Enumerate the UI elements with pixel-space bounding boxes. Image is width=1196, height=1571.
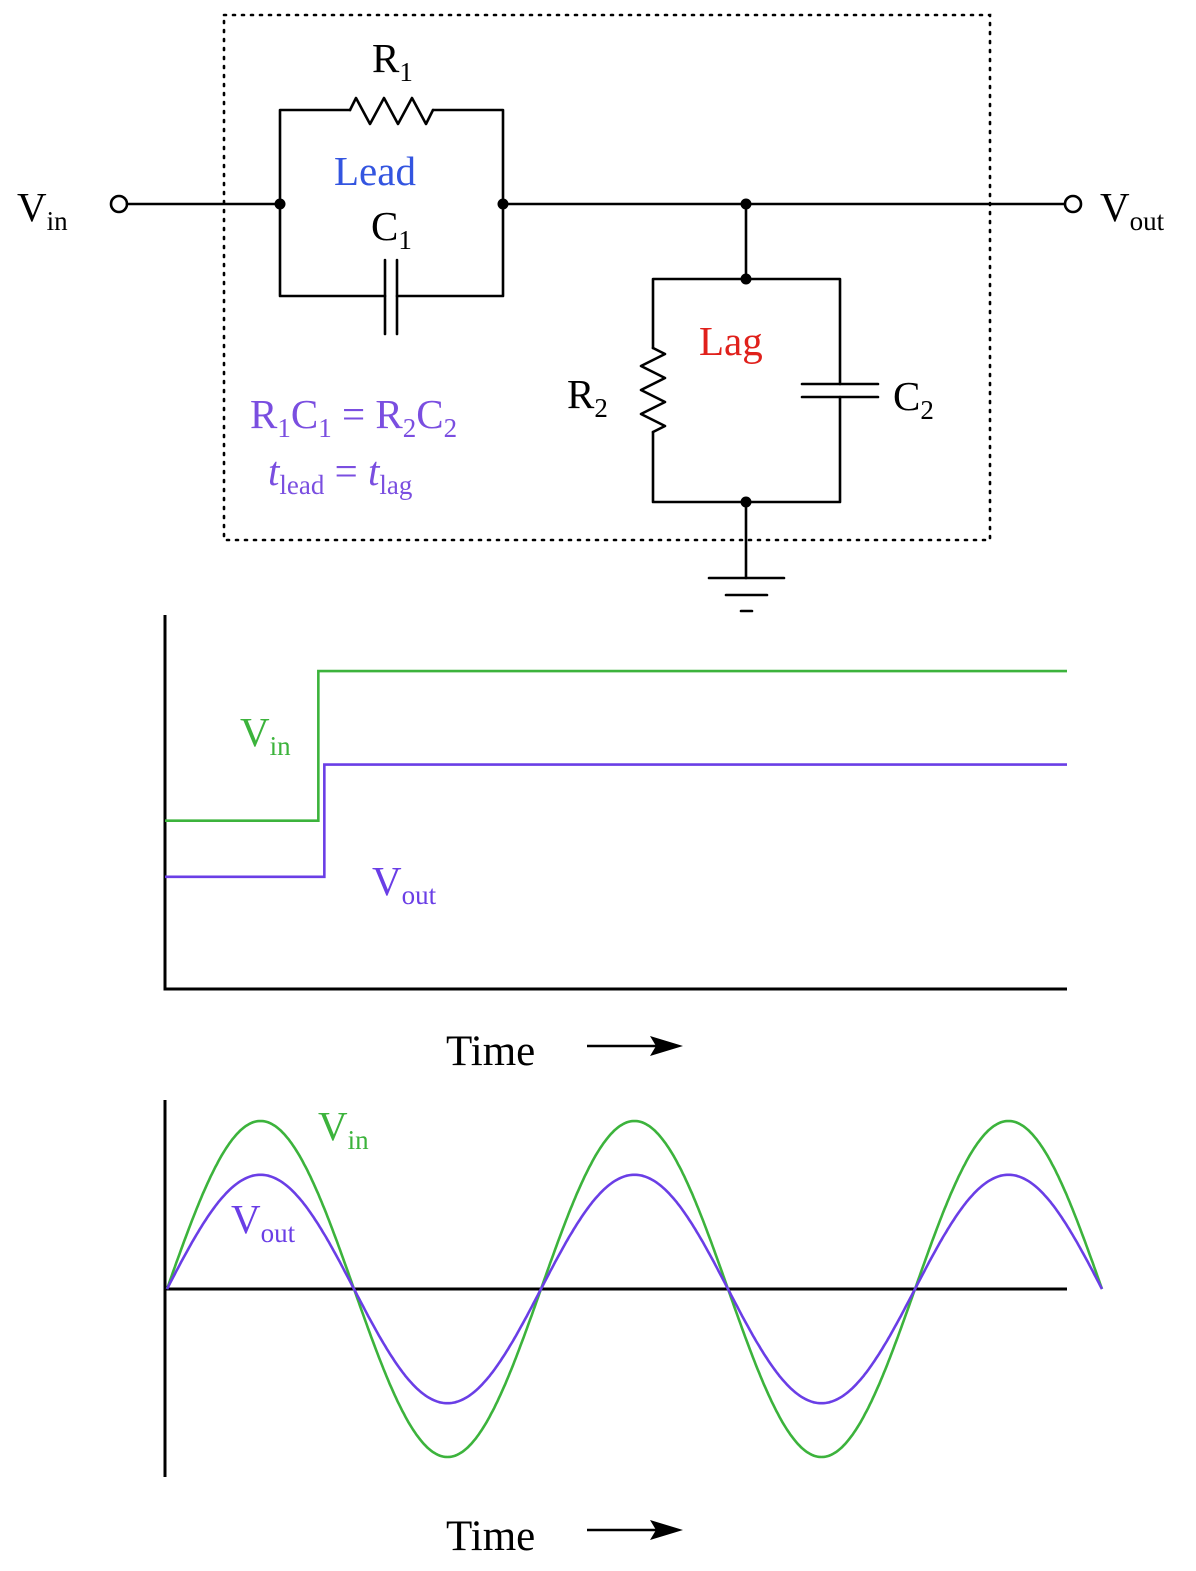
r1-resistor [348, 96, 435, 126]
junction-dot [274, 198, 286, 210]
step-time-arrow [587, 1036, 683, 1056]
c1-branch-wire [278, 202, 505, 298]
r2-label: R2 [567, 371, 608, 423]
vin-terminal [109, 194, 129, 214]
sine-time-arrow [587, 1520, 683, 1540]
r2-branch-wire [651, 277, 748, 504]
filter-boundary-box [222, 13, 992, 542]
sine-time-axis-label: Time [446, 1513, 535, 1560]
step-vout-label: Vout [372, 858, 437, 910]
junction-dot [740, 198, 752, 210]
step-response-plot: Vin Vout Time [163, 615, 1067, 1075]
step-vout-trace [165, 763, 1067, 879]
r1-branch-wire [278, 108, 505, 206]
junction-dot [497, 198, 509, 210]
vin-label: Vin [17, 184, 68, 236]
r2-resistor [639, 346, 667, 434]
rc-equality-equation: R1C1 = R2C2 [250, 391, 457, 443]
c2-label: C2 [893, 373, 934, 425]
vout-terminal [1063, 194, 1083, 214]
junction-dot [740, 273, 752, 285]
junction-dot [740, 496, 752, 508]
c2-branch-wire [744, 277, 842, 504]
sine-vin-label: Vin [318, 1103, 369, 1155]
circuit-diagram: Vin Vout R1 C1 R2 C2 Lead Lag R1C1 = R2C… [17, 13, 1165, 613]
lag-label: Lag [699, 318, 763, 364]
c1-label: C1 [371, 203, 412, 255]
sine-vin-trace [165, 1119, 1104, 1459]
sine-vout-label: Vout [231, 1196, 296, 1248]
step-time-axis-label: Time [446, 1028, 535, 1075]
step-vin-trace [165, 669, 1067, 822]
r1-label: R1 [372, 35, 413, 87]
step-vin-label: Vin [240, 709, 291, 761]
time-constant-equation: tlead = tlag [268, 448, 412, 500]
vout-label: Vout [1100, 184, 1165, 236]
sine-response-plot: Vin Vout Time [163, 1100, 1104, 1560]
sine-vout-trace [165, 1173, 1104, 1405]
lead-label: Lead [334, 148, 416, 194]
step-plot-axes [163, 615, 1067, 991]
